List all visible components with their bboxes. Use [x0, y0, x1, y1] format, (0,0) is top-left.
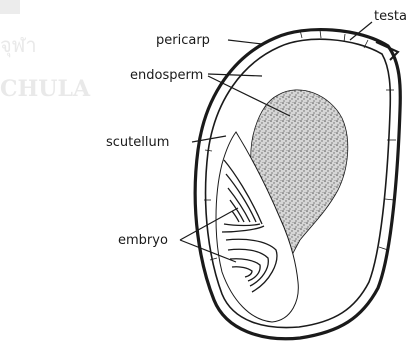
watermark-mark — [0, 0, 20, 14]
label-pericarp: pericarp — [156, 33, 210, 48]
label-embryo: embryo — [118, 233, 168, 248]
watermark-line2: CHULA — [0, 76, 91, 102]
label-scutellum: scutellum — [106, 135, 169, 150]
label-endosperm: endosperm — [130, 68, 203, 83]
pericarp-leader — [228, 40, 262, 44]
watermark-line1: จุฬา — [0, 33, 37, 58]
label-testa: testa — [374, 9, 406, 24]
